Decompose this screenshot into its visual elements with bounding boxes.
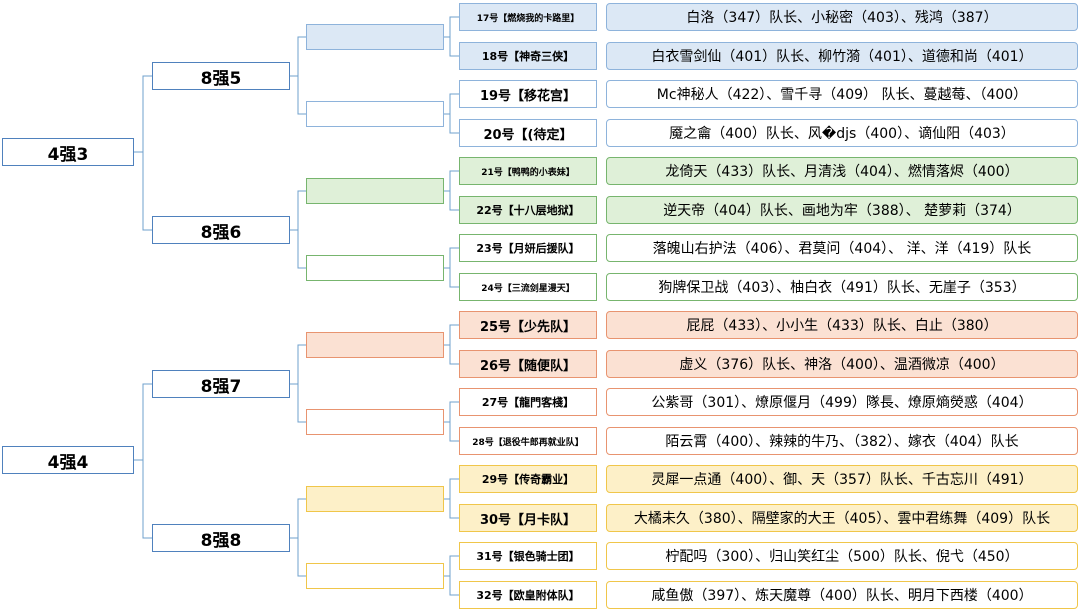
bracket-connector (449, 478, 459, 519)
round16-slot (306, 332, 444, 358)
team-members-cell: 大橘未久（380）、隔壁家的大王（405）、雲中君练舞（409）队长 (606, 504, 1078, 532)
team-name-label: 19号【移花宫】 (459, 80, 597, 108)
round16-slot (306, 24, 444, 50)
quarter-box-8qiang7: 8强7 (152, 370, 290, 398)
team-members-cell: 落魄山右护法（406）、君莫问（404）、 洋、洋（419）队长 (606, 234, 1078, 262)
team-members-cell: 逆天帝（404）队长、画地为牢（388）、 楚萝莉（374） (606, 196, 1078, 224)
team-members-cell: 龙倚天（433）队长、月清浅（404）、燃情落烬（400） (606, 157, 1078, 185)
team-name-label: 32号【欧皇附体队】 (459, 581, 597, 609)
team-name-label: 23号【月妍后援队】 (459, 234, 597, 262)
team-name-label: 29号【传奇霸业】 (459, 465, 597, 493)
quarter-box-8qiang5: 8强5 (152, 62, 290, 90)
team-name-label: 24号【三流剑星漫天】 (459, 273, 597, 301)
bracket-connector (297, 190, 306, 269)
quarter-box-8qiang8: 8强8 (152, 524, 290, 552)
team-name-label: 26号【随便队】 (459, 350, 597, 378)
bracket-connector (449, 93, 459, 134)
team-members-cell: 柠配吗（300）、归山笑红尘（500）队长、倪弋（450） (606, 542, 1078, 570)
team-members-cell: 狗牌保卫战（403）、柚白衣（491）队长、无崖子（353） (606, 273, 1078, 301)
team-members-cell: 魇之龠（400）队长、风�djs（400）、谪仙阳（403） (606, 119, 1078, 147)
team-name-label: 31号【银色骑士团】 (459, 542, 597, 570)
round16-slot (306, 486, 444, 512)
bracket-connector (297, 36, 306, 115)
team-members-cell: 咸鱼傲（397）、炼天魔尊（400）队长、明月下西楼（400） (606, 581, 1078, 609)
team-name-label: 21号【鸭鸭的小表妹】 (459, 157, 597, 185)
bracket-connector (297, 498, 306, 577)
bracket-connector (297, 344, 306, 423)
team-members-cell: 陌云霄（400）、辣辣的牛乃、（382）、嫁衣（404）队长 (606, 427, 1078, 455)
team-name-label: 20号【(待定】 (459, 119, 597, 147)
bracket-connector (142, 75, 152, 231)
team-members-cell: 白衣雪剑仙（401）队长、柳竹漪（401）、道德和尚（401） (606, 42, 1078, 70)
team-name-label: 25号【少先队】 (459, 311, 597, 339)
team-name-label: 28号【退役牛郎再就业队】 (459, 427, 597, 455)
team-name-label: 27号【龍門客棧】 (459, 388, 597, 416)
semi-box-4qiang4: 4强4 (2, 446, 134, 474)
team-name-label: 30号【月卡队】 (459, 504, 597, 532)
team-members-cell: 白洛（347）队长、小秘密（403）、残鸿（387） (606, 3, 1078, 31)
team-name-label: 17号【燃烧我的卡路里】 (459, 3, 597, 31)
team-name-label: 22号【十八层地狱】 (459, 196, 597, 224)
quarter-box-8qiang6: 8强6 (152, 216, 290, 244)
bracket-connector (449, 16, 459, 57)
round16-slot (306, 409, 444, 435)
team-members-cell: 公紫哥（301）、燎原偃月（499）隊長、燎原熵熒惑（404） (606, 388, 1078, 416)
round16-slot (306, 255, 444, 281)
bracket-connector (449, 324, 459, 365)
bracket-connector (449, 401, 459, 442)
team-members-cell: 屁屁（433）、小小生（433）队长、白止（380） (606, 311, 1078, 339)
team-members-cell: 虚义（376）队长、神洛（400）、温酒微凉（400） (606, 350, 1078, 378)
round16-slot (306, 101, 444, 127)
semi-box-4qiang3: 4强3 (2, 138, 134, 166)
bracket-connector (449, 170, 459, 211)
team-members-cell: Mc神秘人（422）、雪千寻（409） 队长、蔓越莓、（400） (606, 80, 1078, 108)
team-members-cell: 灵犀一点通（400）、御、天（357）队长、千古忘川（491） (606, 465, 1078, 493)
bracket-connector (449, 247, 459, 288)
bracket-connector (142, 383, 152, 539)
bracket-connector (449, 555, 459, 596)
round16-slot (306, 563, 444, 589)
team-name-label: 18号【神奇三侠】 (459, 42, 597, 70)
round16-slot (306, 178, 444, 204)
